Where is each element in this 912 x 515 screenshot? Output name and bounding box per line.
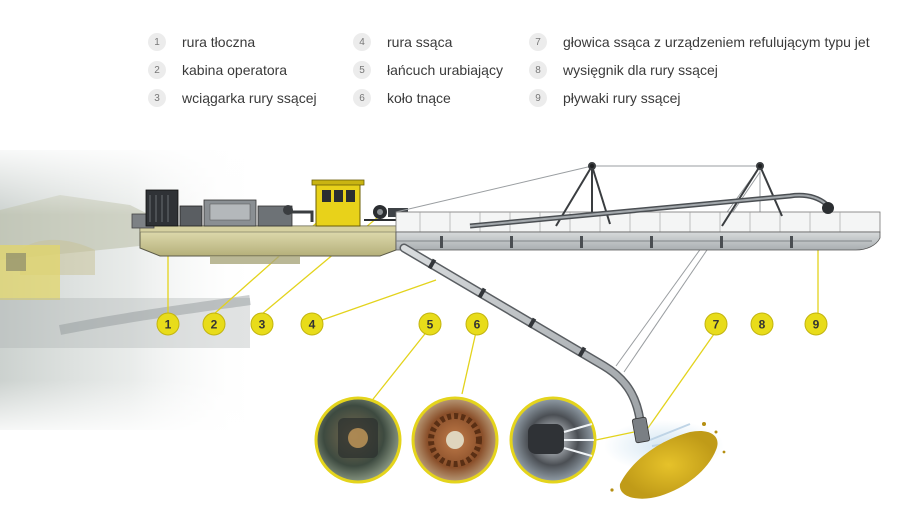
legend-item-4: 4 rura ssąca [353,33,452,51]
badge-number: 5 [427,318,434,332]
legend-number: 5 [353,61,371,79]
legend-item-3: 3 wciągarka rury ssącej [148,89,317,107]
badge-number: 9 [813,318,820,332]
legend-item-7: 7 głowica ssąca z urządzeniem refulujący… [529,33,870,51]
badge-4: 4 [300,312,324,336]
legend-number: 2 [148,61,166,79]
legend: 1 rura tłoczna 2 kabina operatora 3 wcią… [0,0,912,120]
cutter-wheel-photo [411,396,499,484]
operator-cabin [311,179,365,227]
legend-number: 7 [529,33,547,51]
badge-number: 2 [211,318,218,332]
legend-label: rura tłoczna [182,34,256,50]
legend-label: wysięgnik dla rury ssącej [563,62,718,78]
suction-head-photo [509,396,597,484]
legend-number: 4 [353,33,371,51]
badge-9: 9 [804,312,828,336]
badge-8: 8 [750,312,774,336]
badge-5: 5 [418,312,442,336]
badge-number: 8 [759,318,766,332]
legend-number: 8 [529,61,547,79]
cutter-chain-photo [314,396,402,484]
legend-label: łańcuch urabiający [387,62,503,78]
legend-label: głowica ssąca z urządzeniem refulującym … [563,34,870,50]
legend-number: 9 [529,89,547,107]
badge-1: 1 [156,312,180,336]
legend-number: 6 [353,89,371,107]
badge-2: 2 [202,312,226,336]
badge-number: 4 [309,318,316,332]
upper-pipe [469,192,834,229]
legend-label: wciągarka rury ssącej [182,90,317,106]
legend-label: koło tnące [387,90,451,106]
badge-7: 7 [704,312,728,336]
legend-number: 3 [148,89,166,107]
suction-pipe [399,243,645,425]
legend-label: pływaki rury ssącej [563,90,681,106]
legend-label: kabina operatora [182,62,288,78]
legend-item-6: 6 koło tnące [353,89,451,107]
machinery [145,189,314,227]
legend-item-8: 8 wysięgnik dla rury ssącej [529,61,718,79]
badge-3: 3 [250,312,274,336]
legend-item-9: 9 pływaki rury ssącej [529,89,680,107]
badge-number: 7 [713,318,720,332]
background-photo [0,140,520,440]
suction-pipe-floats [395,211,881,251]
badge-number: 6 [474,318,481,332]
badge-number: 3 [259,318,266,332]
legend-label: rura ssąca [387,34,453,50]
legend-item-5: 5 łańcuch urabiający [353,61,503,79]
legend-number: 1 [148,33,166,51]
badge-number: 1 [165,318,172,332]
badge-6: 6 [465,312,489,336]
sand-spoil [610,422,726,499]
legend-item-2: 2 kabina operatora [148,61,287,79]
photo-leaders [595,431,635,441]
legend-item-1: 1 rura tłoczna [148,33,255,51]
